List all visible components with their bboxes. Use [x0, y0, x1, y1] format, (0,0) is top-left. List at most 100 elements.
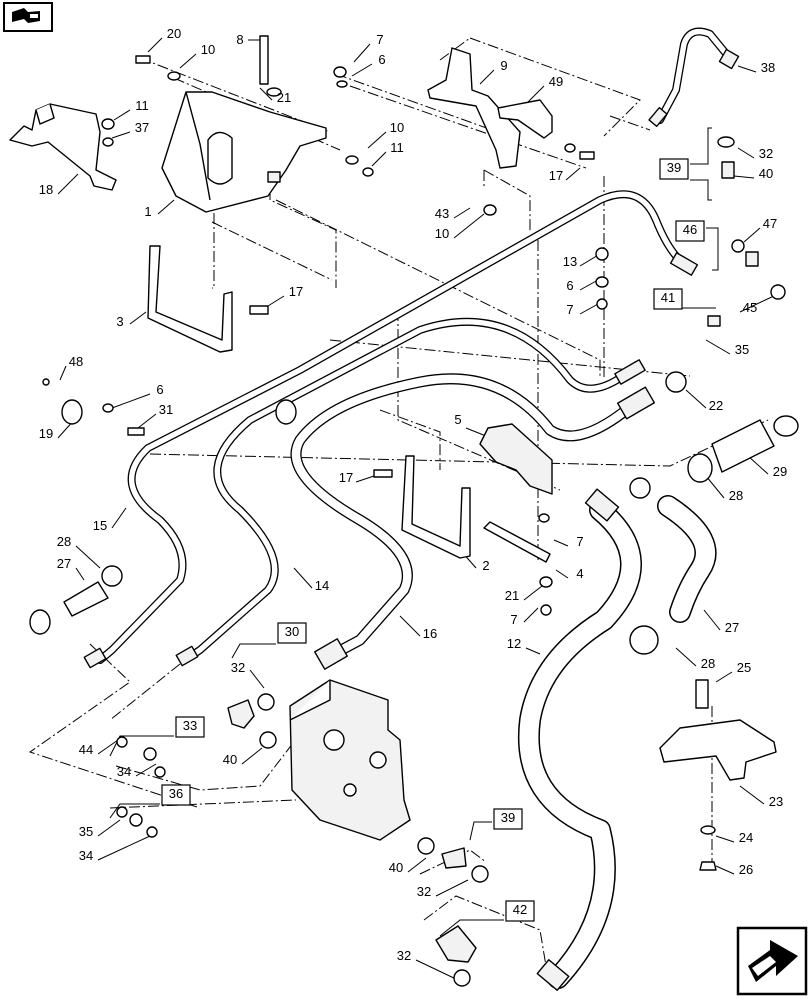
callout-14: 14 [315, 578, 329, 593]
callout-36: 36 [169, 786, 183, 801]
callout-26: 26 [739, 862, 753, 877]
callout-30: 30 [285, 624, 299, 639]
callout-17: 17 [549, 168, 563, 183]
hose-14 [184, 317, 630, 662]
callout-32: 32 [397, 948, 411, 963]
hose-16 [290, 373, 642, 662]
callout-28: 28 [729, 488, 743, 503]
callout-32: 32 [231, 660, 245, 675]
clamp-block-5 [479, 423, 553, 495]
callout-40: 40 [389, 860, 403, 875]
callout-35: 35 [79, 824, 93, 839]
callout-27: 27 [57, 556, 71, 571]
callout-box-42 [505, 900, 535, 922]
callout-41: 41 [661, 290, 675, 305]
fitting-30 [227, 699, 255, 729]
callout-5: 5 [454, 412, 461, 427]
callout-16: 16 [423, 626, 437, 641]
callout-13: 13 [563, 254, 577, 269]
callout-40: 40 [223, 752, 237, 767]
callout-9: 9 [500, 58, 507, 73]
callout-11: 11 [390, 140, 404, 155]
book-arrow-icon[interactable] [3, 2, 53, 32]
callout-21: 21 [277, 90, 291, 105]
callout-24: 24 [739, 830, 753, 845]
callout-34: 34 [79, 848, 93, 863]
callout-box-39 [493, 808, 523, 830]
bracket-2 [401, 455, 471, 559]
callout-7: 7 [510, 612, 517, 627]
next-page-arrow-icon[interactable] [736, 926, 808, 996]
callout-32: 32 [759, 146, 773, 161]
callout-7: 7 [376, 32, 383, 47]
plate-4 [483, 521, 551, 563]
callout-17: 17 [289, 284, 303, 299]
callout-1: 1 [144, 204, 151, 219]
callout-47: 47 [763, 216, 777, 231]
bracket-9 [427, 47, 521, 169]
bracket-23 [659, 719, 777, 781]
callout-45: 45 [743, 300, 757, 315]
callout-2: 2 [482, 558, 489, 573]
callout-31: 31 [159, 402, 173, 417]
callout-3: 3 [116, 314, 123, 329]
callout-4: 4 [576, 566, 583, 581]
hose-27 [657, 495, 717, 623]
callout-10: 10 [201, 42, 215, 57]
callout-7: 7 [576, 534, 583, 549]
callout-6: 6 [156, 382, 163, 397]
callout-8: 8 [236, 32, 243, 47]
callout-box-46 [675, 220, 705, 242]
callout-39: 39 [667, 160, 681, 175]
callout-39: 39 [501, 810, 515, 825]
callout-48: 48 [69, 354, 83, 369]
callout-21: 21 [505, 588, 519, 603]
callout-37: 37 [135, 120, 149, 135]
callout-10: 10 [390, 120, 404, 135]
leader-lines [57, 37, 779, 981]
callout-34: 34 [117, 764, 131, 779]
callout-17: 17 [339, 470, 353, 485]
callout-33: 33 [183, 718, 197, 733]
callout-44: 44 [79, 742, 93, 757]
callout-10: 10 [435, 226, 449, 241]
callout-28: 28 [701, 656, 715, 671]
fasteners [29, 35, 799, 987]
callout-23: 23 [769, 794, 783, 809]
callout-29: 29 [773, 464, 787, 479]
callout-box-39 [659, 158, 689, 180]
callout-42: 42 [513, 902, 527, 917]
callout-7: 7 [566, 302, 573, 317]
bracket-49 [497, 99, 553, 139]
callout-43: 43 [435, 206, 449, 221]
callout-40: 40 [759, 166, 773, 181]
bracket-3 [147, 245, 233, 353]
callout-49: 49 [549, 74, 563, 89]
callout-28: 28 [57, 534, 71, 549]
callout-box-30 [277, 622, 307, 644]
callout-46: 46 [683, 222, 697, 237]
callout-27: 27 [725, 620, 739, 635]
sleeve-27 [63, 581, 109, 617]
callout-25: 25 [737, 660, 751, 675]
callout-box-36 [161, 784, 191, 806]
callout-20: 20 [167, 26, 181, 41]
tube-38 [656, 27, 740, 124]
callout-22: 22 [709, 398, 723, 413]
callout-box-41 [653, 288, 683, 310]
hose-15 [96, 190, 686, 664]
callout-19: 19 [39, 426, 53, 441]
callout-6: 6 [566, 278, 573, 293]
callout-6: 6 [378, 52, 385, 67]
fitting-42 [435, 925, 477, 963]
callout-11: 11 [135, 98, 149, 113]
valve-block [289, 679, 411, 841]
sleeve-29 [711, 419, 775, 473]
callout-12: 12 [507, 636, 521, 651]
callout-18: 18 [39, 182, 53, 197]
fitting-39-lower [441, 847, 467, 869]
callout-32: 32 [417, 884, 431, 899]
callout-15: 15 [93, 518, 107, 533]
